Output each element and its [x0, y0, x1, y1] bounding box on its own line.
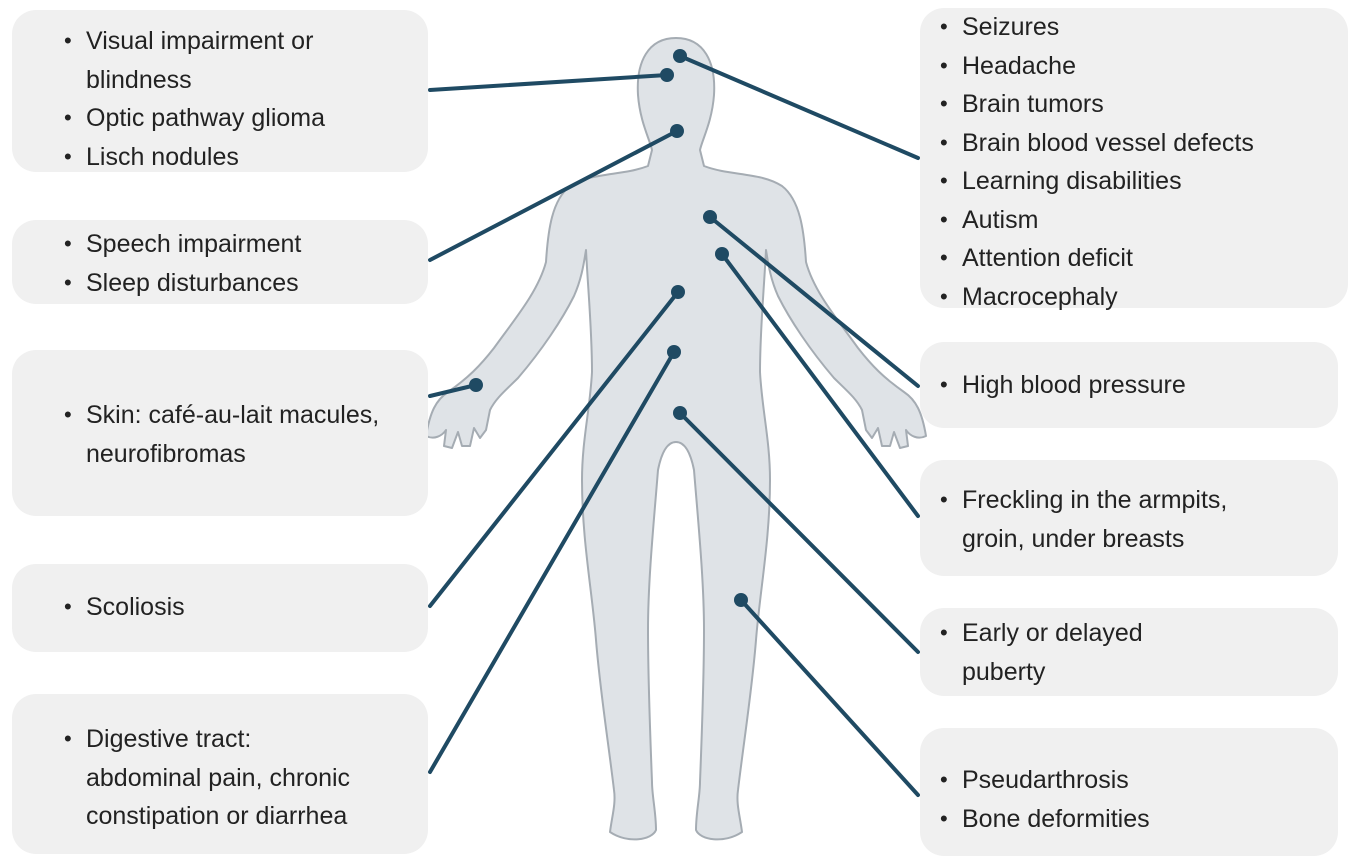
dot-brain: [673, 49, 687, 63]
bullet-text: Seizures: [962, 13, 1059, 41]
connector-brain: [680, 56, 918, 158]
connector-vision: [430, 75, 667, 90]
bullet-text: Bone deformities: [962, 805, 1150, 833]
bullet-item: •Optic pathway glioma: [64, 99, 428, 138]
dot-wrist: [469, 378, 483, 392]
bullet-item: •Skin: café-au-lait macules,: [64, 396, 428, 435]
bullet-item: •Digestive tract:: [64, 720, 428, 759]
callout-blood-pressure: •High blood pressure: [920, 342, 1338, 428]
bullet-continuation: groin, under breasts: [940, 520, 1338, 559]
bullet-text: Attention deficit: [962, 244, 1133, 272]
bullet-item: •Brain tumors: [940, 85, 1348, 124]
bullet-continuation: abdominal pain, chronic: [64, 759, 428, 798]
bullet-text: Scoliosis: [86, 593, 185, 621]
bullet-text: Learning disabilities: [962, 167, 1182, 195]
connector-bone: [741, 600, 918, 795]
bullet-text: Skin: café-au-lait macules,: [86, 401, 379, 429]
dot-eye: [660, 68, 674, 82]
callout-scoliosis: •Scoliosis: [12, 564, 428, 652]
bullet-continuation: blindness: [64, 61, 428, 100]
bullet-item: •Speech impairment: [64, 225, 428, 264]
bullet-item: •Visual impairment or: [64, 22, 428, 61]
bullet-item: •Scoliosis: [64, 588, 428, 627]
bullet-text: constipation or diarrhea: [86, 802, 347, 830]
bullet-text: High blood pressure: [962, 371, 1186, 399]
bullet-text: Speech impairment: [86, 230, 301, 258]
dot-armpit: [715, 247, 729, 261]
bullet-continuation: puberty: [940, 653, 1338, 692]
bullet-text: Digestive tract:: [86, 725, 251, 753]
bullet-text: Freckling in the armpits,: [962, 486, 1227, 514]
bullet-item: •Freckling in the armpits,: [940, 481, 1338, 520]
bullet-text: Headache: [962, 52, 1076, 80]
callout-bone: •Pseudarthrosis •Bone deformities: [920, 728, 1338, 856]
bullet-item: •Headache: [940, 47, 1348, 86]
bullet-item: •Lisch nodules: [64, 138, 428, 177]
bullet-item: •Autism: [940, 201, 1348, 240]
bullet-text: Optic pathway glioma: [86, 104, 325, 132]
bullet-continuation: constipation or diarrhea: [64, 797, 428, 836]
bullet-item: •Sleep disturbances: [64, 264, 428, 303]
dot-throat: [670, 124, 684, 138]
bullet-text: Lisch nodules: [86, 143, 239, 171]
bullet-text: Sleep disturbances: [86, 269, 299, 297]
callout-puberty: •Early or delayed puberty: [920, 608, 1338, 696]
bullet-item: •Attention deficit: [940, 239, 1348, 278]
bullet-text: Pseudarthrosis: [962, 766, 1129, 794]
bullet-item: •Bone deformities: [940, 800, 1338, 839]
callout-skin: •Skin: café-au-lait macules, neurofibrom…: [12, 350, 428, 516]
bullet-text: Autism: [962, 206, 1038, 234]
bullet-text: puberty: [962, 658, 1045, 686]
bullet-text: Brain tumors: [962, 90, 1104, 118]
bullet-item: •Brain blood vessel defects: [940, 124, 1348, 163]
bullet-text: neurofibromas: [86, 440, 246, 468]
bullet-item: •Macrocephaly: [940, 278, 1348, 317]
dot-chest: [703, 210, 717, 224]
dot-abdomen: [667, 345, 681, 359]
callout-vision: •Visual impairment or blindness •Optic p…: [12, 10, 428, 172]
bullet-item: •Pseudarthrosis: [940, 761, 1338, 800]
dot-groin: [673, 406, 687, 420]
bullet-text: Brain blood vessel defects: [962, 129, 1254, 157]
bullet-item: •Seizures: [940, 8, 1348, 47]
bullet-text: Macrocephaly: [962, 283, 1118, 311]
bullet-text: groin, under breasts: [962, 525, 1184, 553]
bullet-text: Visual impairment or: [86, 27, 313, 55]
callout-brain: •Seizures •Headache •Brain tumors •Brain…: [920, 8, 1348, 308]
bullet-item: •High blood pressure: [940, 366, 1338, 405]
bullet-text: abdominal pain, chronic: [86, 764, 350, 792]
bullet-item: •Early or delayed: [940, 614, 1338, 653]
bullet-text: Early or delayed: [962, 619, 1143, 647]
callout-freckling: •Freckling in the armpits, groin, under …: [920, 460, 1338, 576]
callout-speech: •Speech impairment •Sleep disturbances: [12, 220, 428, 304]
dot-spine: [671, 285, 685, 299]
bullet-continuation: neurofibromas: [64, 435, 428, 474]
callout-digestive: •Digestive tract: abdominal pain, chroni…: [12, 694, 428, 854]
dot-knee: [734, 593, 748, 607]
bullet-text: blindness: [86, 66, 192, 94]
bullet-item: •Learning disabilities: [940, 162, 1348, 201]
